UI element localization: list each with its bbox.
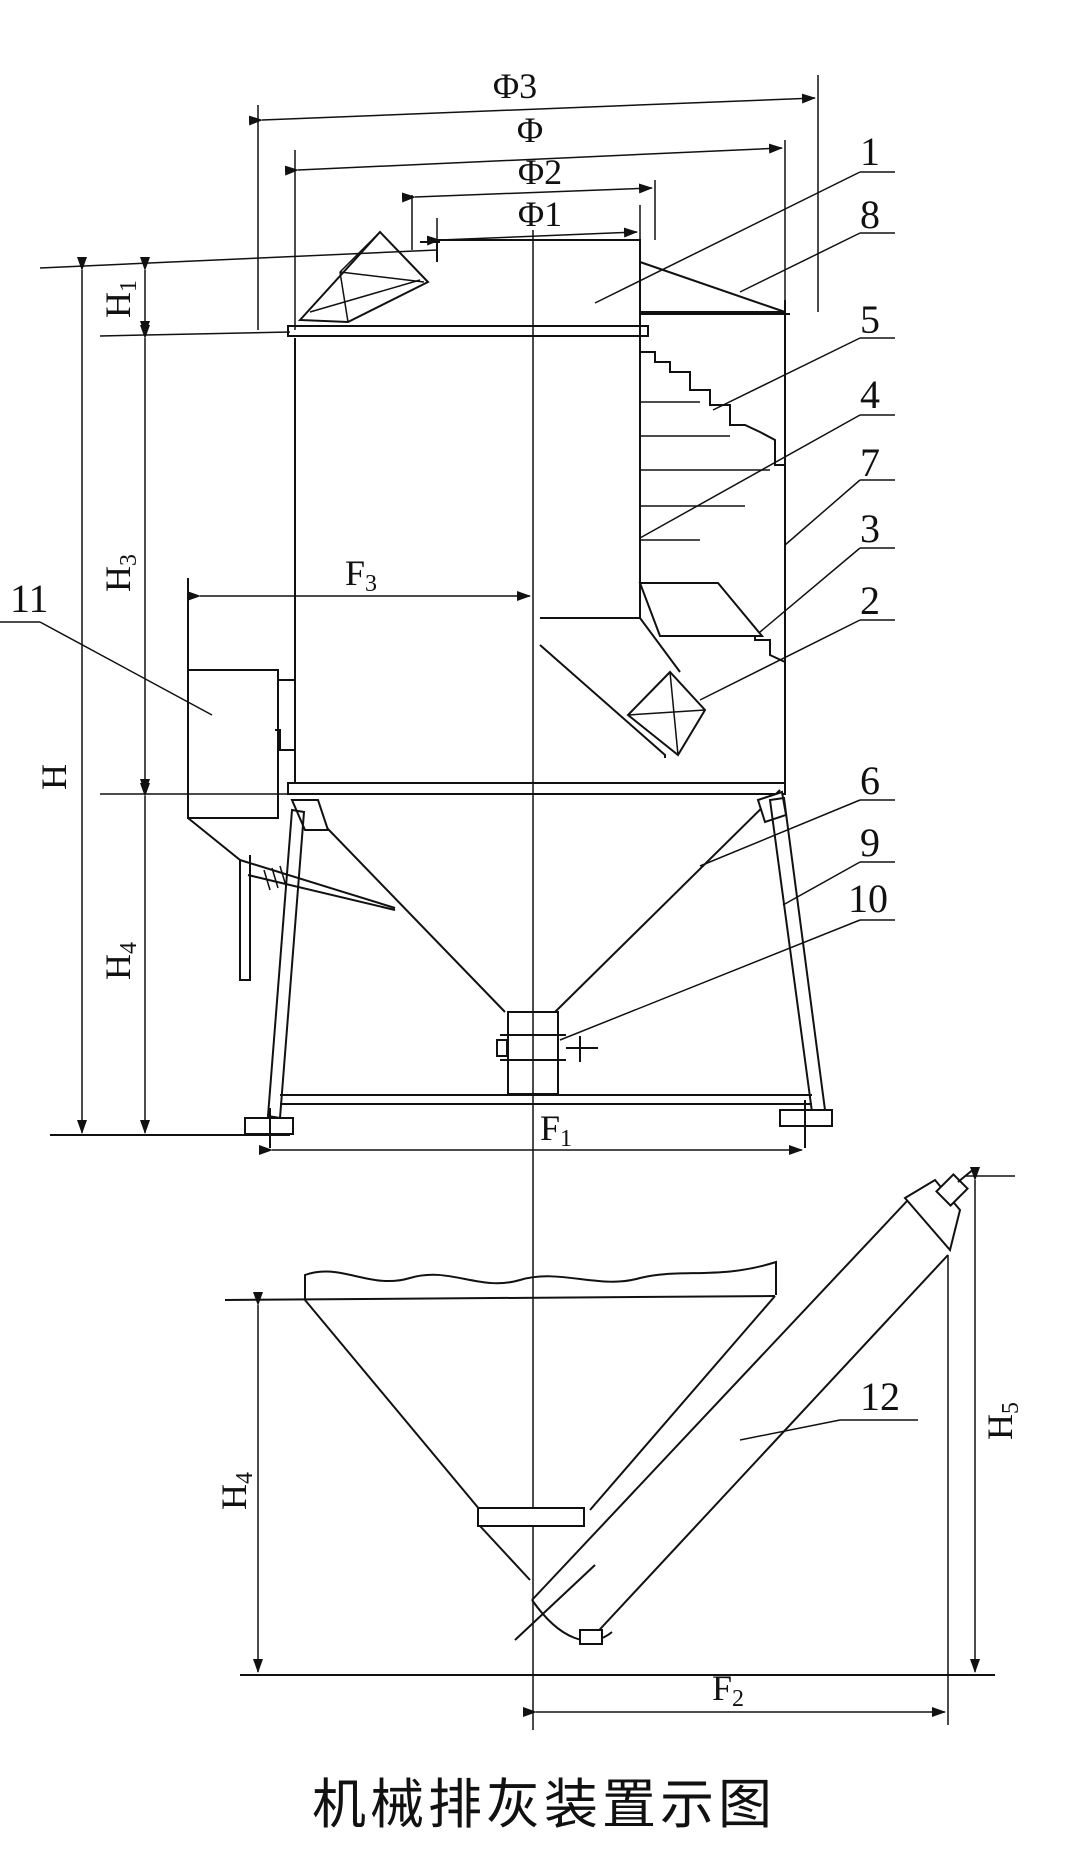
stepped-vanes-part-5 <box>640 351 785 466</box>
top-left-impeller-x1 <box>309 279 421 313</box>
part-label-6: 6 <box>860 758 880 803</box>
hopper-wavy-top <box>304 1260 777 1300</box>
spring-2 <box>271 867 279 889</box>
part-label-4: 4 <box>860 372 880 417</box>
spring-3 <box>279 865 287 887</box>
part-label-2: 2 <box>860 578 880 623</box>
lower-assembly: 12 H4 H5 F2 <box>214 1167 1024 1725</box>
label-h: H <box>34 764 74 790</box>
part-label-12: 12 <box>860 1374 900 1419</box>
leader-11-slope <box>39 621 213 716</box>
side-box-lower <box>187 817 251 981</box>
side-box-connector-2 <box>247 874 396 911</box>
lower-impeller-x1 <box>627 709 706 716</box>
lower-impeller-x2 <box>669 671 679 756</box>
inner-duct <box>436 239 641 618</box>
label-h1: H1 <box>98 280 142 318</box>
label-phi: Φ <box>517 110 543 150</box>
label-h5: H5 <box>980 1402 1024 1440</box>
top-flange <box>287 325 649 337</box>
hopper-left-lug <box>290 799 330 831</box>
conveyor-outlet <box>579 1629 603 1645</box>
part-label-9: 9 <box>860 820 880 865</box>
leader-3 <box>759 547 861 633</box>
conveyor-drive-shaft <box>957 1167 976 1183</box>
leader-5 <box>712 337 861 411</box>
lower-cone-outlet <box>477 1507 585 1527</box>
label-phi3: Φ3 <box>493 66 537 106</box>
lower-cone-tip-left <box>479 1525 531 1581</box>
conveyor-drive <box>935 1173 969 1207</box>
right-leg-part-9 <box>768 796 827 1114</box>
leader-9 <box>782 861 861 906</box>
top-left-impeller <box>297 230 430 324</box>
leader-1 <box>594 171 861 304</box>
side-box-connector <box>239 859 396 909</box>
part-label-11: 11 <box>10 576 49 621</box>
part-label-10: 10 <box>848 876 888 921</box>
conveyor-cut-line <box>514 1564 596 1641</box>
leader-6 <box>699 799 861 867</box>
spring-1 <box>263 869 271 891</box>
part-labels-upper: 1 8 5 4 7 3 2 6 9 10 <box>0 129 895 1041</box>
label-phi1: Φ1 <box>518 194 562 234</box>
label-h3: H3 <box>98 554 142 592</box>
cover-part-8 <box>639 261 786 313</box>
leader-4 <box>639 414 861 539</box>
label-f3: F3 <box>345 553 377 597</box>
chute-right <box>639 617 681 673</box>
diagram-caption: 机械排灰装置示图 <box>312 1773 776 1836</box>
hopper-left <box>299 799 506 1013</box>
baffle-plate-part-3 <box>638 582 765 637</box>
leader-7 <box>784 479 861 546</box>
part-label-7: 7 <box>860 440 880 485</box>
left-leg <box>266 808 306 1120</box>
top-left-impeller-x2 <box>339 231 381 273</box>
baffle-support <box>754 636 786 663</box>
leader-8 <box>739 232 861 293</box>
conveyor-lower-edge <box>589 1254 949 1641</box>
dim-line-phi2 <box>401 183 653 203</box>
label-f2: F2 <box>712 1668 744 1712</box>
bottom-flange <box>287 782 786 795</box>
lower-cone-right <box>589 1295 776 1511</box>
part-label-5: 5 <box>860 297 880 342</box>
label-phi2: Φ2 <box>518 152 562 192</box>
label-h4-bottom: H4 <box>214 1472 258 1510</box>
leader-10 <box>559 919 861 1041</box>
chute-left <box>539 644 666 758</box>
top-left-impeller-x4 <box>339 271 425 283</box>
dim-line-phi1 <box>426 227 638 246</box>
conveyor-bottom-end <box>531 1599 613 1642</box>
hopper-top-line <box>224 1295 776 1301</box>
side-box-bracket <box>275 679 296 751</box>
dim-line-phi3 <box>248 93 816 126</box>
ref-flange-h <box>99 331 291 337</box>
part-label-1: 1 <box>860 129 880 174</box>
hopper-right <box>554 789 781 1013</box>
top-left-impeller-x3 <box>339 271 349 323</box>
ref-top-h <box>39 249 438 269</box>
side-box-part-11 <box>187 669 279 819</box>
label-f1: F1 <box>540 1108 572 1152</box>
upper-dimensions: Φ3 Φ Φ2 Φ1 H1 H3 H4 H <box>34 66 819 1155</box>
part-label-3: 3 <box>860 506 880 551</box>
leader-12 <box>739 1419 841 1441</box>
part-label-8: 8 <box>860 192 880 237</box>
discharge-valve-stub <box>496 1039 508 1057</box>
conveyor-upper-edge <box>531 1199 909 1601</box>
label-h4-top: H4 <box>98 942 142 980</box>
dim-line-phi <box>284 143 783 176</box>
lower-cone-left <box>304 1299 481 1511</box>
leader-2 <box>699 619 861 701</box>
